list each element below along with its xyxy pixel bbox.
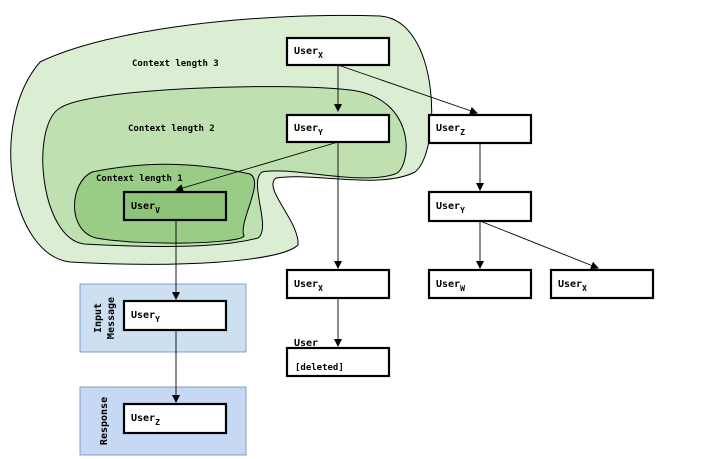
node-label: User — [294, 338, 318, 349]
input-message-label-line2: Message — [106, 297, 117, 339]
context-length-1-label: Context length 1 — [96, 174, 183, 184]
user-w-node: UserW — [427, 268, 533, 300]
input-message-label-line1: Input — [93, 303, 104, 333]
node-subscript: X — [318, 284, 323, 293]
node-label: User — [436, 201, 460, 212]
svg-text:UserY: UserY — [294, 123, 323, 137]
user-y-mid-node: UserY — [285, 113, 391, 144]
svg-text:UserZ: UserZ — [436, 123, 465, 137]
svg-text:UserY: UserY — [131, 310, 160, 324]
node-subscript: V — [155, 206, 160, 215]
svg-text:UserY: UserY — [436, 201, 465, 215]
user-z-right-node: UserZ — [427, 113, 533, 145]
user-z-response-node: UserZ — [122, 402, 228, 435]
node-subscript: Y — [155, 315, 160, 324]
context-length-3-label: Context length 3 — [132, 59, 219, 69]
user-v-node: UserV — [122, 190, 228, 222]
node-label: User — [558, 279, 582, 290]
user-x-right-node: UserX — [549, 268, 655, 300]
edge-y-to-v — [175, 141, 339, 192]
node-subscript: W — [460, 284, 465, 293]
node-subscript: Y — [460, 206, 465, 215]
svg-text:UserV: UserV — [131, 201, 160, 215]
node-label: User — [131, 310, 155, 321]
node-label: User — [294, 46, 318, 57]
node-subscript: Z — [155, 418, 160, 427]
node-label: User — [131, 413, 155, 424]
edges — [172, 64, 599, 403]
node-deleted-text: [deleted] — [295, 363, 344, 373]
node-subscript: X — [318, 51, 323, 60]
context-length-2-label: Context length 2 — [128, 124, 215, 134]
node-label: User — [436, 279, 460, 290]
node-subscript: X — [582, 284, 587, 293]
node-label: User — [294, 123, 318, 134]
node-label: User — [436, 123, 460, 134]
user-y-right-node: UserY — [427, 190, 533, 223]
svg-text:UserX: UserX — [294, 46, 323, 60]
user-y-input-node: UserY — [122, 299, 228, 332]
svg-text:UserZ: UserZ — [131, 413, 160, 427]
node-subscript: Y — [318, 128, 323, 137]
svg-text:UserX: UserX — [558, 279, 587, 293]
node-label: User — [294, 279, 318, 290]
node-label: User — [131, 201, 155, 212]
node-subscript: Z — [460, 128, 465, 137]
svg-text:UserX: UserX — [294, 279, 323, 293]
edge-y-right-to-x-right — [479, 220, 599, 270]
user-x-top-node: UserX — [285, 36, 391, 67]
svg-text:UserW: UserW — [436, 279, 465, 293]
response-label: Response — [99, 397, 110, 445]
user-deleted-node: User [deleted] — [285, 338, 391, 378]
user-x-mid-node: UserX — [285, 268, 391, 300]
edge-x-to-z-right — [337, 64, 478, 115]
